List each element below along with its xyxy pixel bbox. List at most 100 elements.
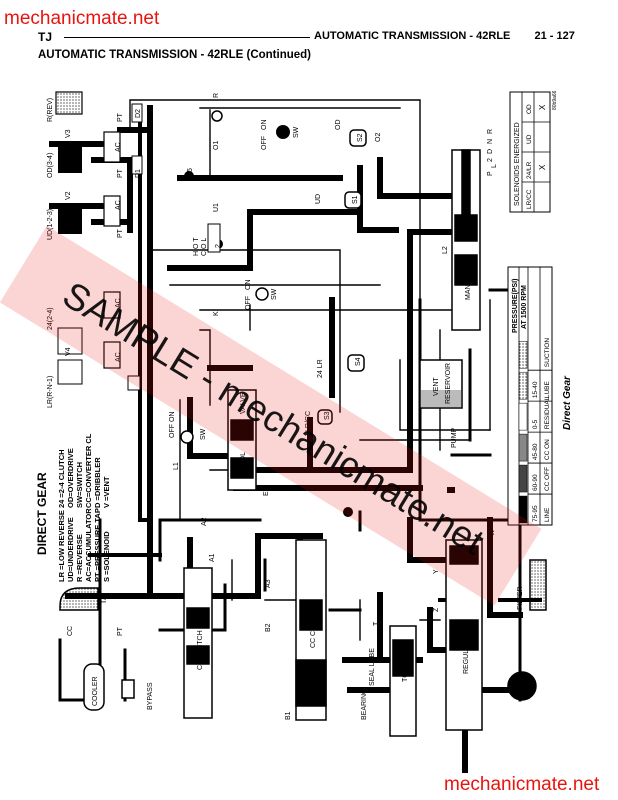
gear-P: P — [487, 171, 494, 176]
pressure-swatch-0 — [518, 495, 528, 524]
pressure-label-3: RESIDUAL — [544, 396, 551, 429]
bypass-valve — [121, 679, 135, 699]
label-manual: MANUAL — [465, 271, 472, 300]
label-off-3: OFF — [169, 424, 176, 438]
label-cooler: COOLER — [92, 676, 99, 706]
reservoir-fluid — [421, 390, 461, 407]
accumulator-24 — [103, 291, 121, 319]
label-b1: B1 — [285, 711, 292, 720]
24-pressure-switch — [180, 430, 194, 444]
header-page-number: 21 - 127 — [534, 30, 575, 42]
label-off-1: OFF — [261, 136, 268, 150]
label-24lr: 24 LR — [317, 359, 324, 378]
reverse-clutch-dots — [57, 93, 81, 113]
pressure-swatch-3 — [518, 402, 528, 431]
dribbler-d2 — [131, 103, 143, 123]
solenoid-s4 — [347, 354, 365, 372]
legend-pt: PT =PRESSURE TAP — [93, 508, 102, 582]
legend-lr: LR =LOW REVERSE — [57, 510, 66, 582]
cooler-body — [83, 663, 105, 711]
pressure-label-4: LUBE — [544, 381, 551, 399]
label-od: OD — [335, 120, 342, 131]
thermal-valve — [207, 223, 221, 253]
label-pump-upper: PUMP — [451, 427, 458, 448]
label-o1: O1 — [213, 141, 220, 150]
valve-bodies — [59, 149, 547, 737]
label-vent: VENT — [433, 377, 440, 396]
label-pt-4: PT — [117, 626, 124, 636]
cc-switch-spool-1 — [186, 607, 210, 629]
label-a3: A3 — [265, 579, 272, 588]
label-s1: S1 — [352, 195, 359, 204]
label-a1: A1 — [209, 553, 216, 562]
gear-L: L — [491, 164, 498, 168]
pressure-swatch-5 — [518, 340, 528, 369]
accumulator-od — [103, 131, 121, 163]
accumulator-ud — [103, 195, 121, 227]
pressure-range-4: 15-40 — [532, 381, 539, 398]
label-seal-lube: SEAL LUBE — [369, 648, 376, 686]
label-tc-reg: TC REG — [402, 656, 409, 682]
cc-control-spool-2 — [295, 659, 327, 707]
label-s4: S4 — [355, 357, 362, 366]
label-v3: V3 — [65, 129, 72, 138]
legend-24: 24 =2-4 CLUTCH — [57, 449, 66, 508]
clutch-units — [55, 91, 143, 391]
solenoid-cell-24lr: X — [538, 164, 547, 170]
label-on-3: ON — [169, 412, 176, 423]
label-valve-switch: VALVE — [240, 392, 247, 414]
label-d1: D1 — [135, 169, 142, 178]
pressure-swatch-4 — [518, 371, 528, 400]
label-sw-2: SW — [271, 288, 278, 300]
label-valve-manual: VALVE — [465, 218, 472, 240]
pressure-title-1: PRESSURE(PSI) — [512, 279, 519, 333]
pressure-label-1: CC OFF — [544, 467, 551, 491]
gear-caption: Direct Gear — [562, 375, 573, 430]
label-ac-3: AC — [115, 298, 122, 308]
solenoid-s3 — [317, 409, 333, 425]
label-bypass: BYPASS — [147, 682, 154, 710]
label-ac-2: AC — [115, 200, 122, 210]
label-off-2: OFF — [245, 296, 252, 310]
solenoid-header-24lr: 24/LR — [526, 161, 533, 179]
regulator-spool-1 — [449, 545, 479, 565]
pressure-range-3: 0-5 — [532, 419, 539, 429]
figure-code: 80b9a66 — [552, 90, 558, 110]
label-lrcc: LR/CC — [305, 411, 312, 432]
cc-control-spool-1 — [299, 599, 323, 631]
label-z: Z — [433, 607, 440, 612]
header-model: TJ — [38, 30, 53, 44]
label-k: K — [213, 311, 220, 316]
solenoid-header-lrcc: LR/CC — [526, 189, 533, 209]
cc-switch-spool-2 — [186, 645, 210, 665]
label-v4: V4 — [65, 347, 72, 356]
label-check-3: 3 — [345, 512, 352, 516]
legend-ud: UD=UNDERDRIVE — [66, 517, 75, 582]
label-o2: O2 — [375, 133, 382, 142]
gear-2: 2 — [487, 158, 494, 162]
underdrive-clutch — [58, 208, 82, 234]
label-reverse-clutch: R(REV) — [47, 98, 54, 122]
label-cc-cont: CC CONT — [310, 615, 317, 648]
label-sw-3: SW — [200, 428, 207, 440]
label-u1: U1 — [213, 203, 220, 212]
gear-selector: R N D 2 L P — [487, 129, 498, 176]
sample-watermark-text: SAMPLE - mechanicmate.net — [56, 274, 492, 563]
switch-valve-spool-1 — [230, 419, 254, 441]
lr-switch-body — [127, 375, 141, 391]
label-lr-clutch: LR(R-N-1) — [47, 376, 54, 408]
label-bearing: BEARING — [361, 688, 368, 720]
label-lr-switch: LR SWITCH — [147, 362, 154, 401]
page-subtitle: AUTOMATIC TRANSMISSION - 42RLE (Continue… — [38, 49, 312, 61]
label-l1: L1 — [173, 462, 180, 470]
accumulator-lr — [103, 341, 121, 369]
check-ball-1 — [211, 110, 223, 122]
legend-cc: CC=CONVERTER CL — [84, 433, 93, 508]
component-labels: 80b9a66 DIRECT GEAR Direct Gear R(REV) O… — [35, 90, 573, 720]
label-b2: B2 — [265, 623, 272, 632]
solenoid-s2 — [349, 129, 367, 147]
pump-body — [507, 671, 537, 701]
label-w: W — [489, 529, 496, 536]
